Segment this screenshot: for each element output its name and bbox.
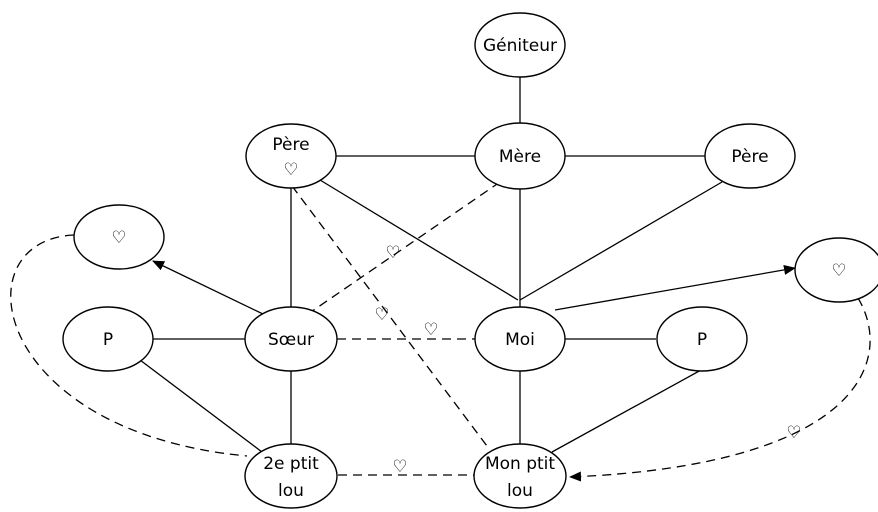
node-2e-ptit-lou-line2: lou — [278, 481, 304, 501]
edge-p-monptitlou — [551, 363, 713, 453]
edge-pere-moi — [319, 179, 519, 301]
node-heart-left[interactable]: ♡ — [73, 204, 165, 270]
node-mere-label: Mère — [499, 147, 541, 167]
edge-p-ptitlou — [139, 359, 263, 453]
node-p-right[interactable]: P — [656, 306, 748, 372]
edge-soeur-heart[interactable] — [152, 260, 266, 316]
node-moi-label: Moi — [505, 330, 535, 350]
heart-label-ptitlou-ptitlou: ♡ — [392, 457, 407, 477]
node-geniteur[interactable]: Géniteur — [474, 12, 566, 78]
node-2e-ptit-lou-line1: 2e ptit — [263, 454, 319, 474]
node-mon-ptit-lou-line1: Mon ptit — [485, 454, 555, 474]
node-mon-ptit-lou[interactable]: Mon ptit lou — [473, 443, 567, 509]
node-pere-left-heart: ♡ — [283, 160, 298, 180]
edge-moi-heart[interactable] — [554, 264, 796, 311]
node-p-right-label: P — [697, 330, 707, 350]
node-pere-right[interactable]: Père — [704, 123, 796, 189]
node-mon-ptit-lou-line2: lou — [507, 481, 533, 501]
node-pere-left-label: Père — [272, 135, 309, 155]
node-2e-ptit-lou[interactable]: 2e ptit lou — [244, 443, 338, 509]
edge-heart-monptitlou[interactable] — [569, 297, 871, 482]
heart-label-soeur-moi: ♡ — [423, 320, 438, 340]
edge-heart-ptitlou — [10, 234, 248, 457]
node-heart-left-label: ♡ — [111, 228, 126, 248]
node-soeur[interactable]: Sœur — [244, 306, 338, 372]
node-heart-right-label: ♡ — [831, 261, 846, 281]
node-mere[interactable]: Mère — [474, 122, 566, 190]
edge-pere-monptitlou — [291, 185, 491, 451]
heart-label-pere-monptitlou: ♡ — [374, 305, 389, 325]
node-p-left-label: P — [103, 330, 113, 350]
heart-label-mere-soeur: ♡ — [385, 243, 400, 263]
node-geniteur-label: Géniteur — [483, 36, 557, 56]
edge-pereright-moi — [519, 181, 723, 301]
node-soeur-label: Sœur — [268, 330, 314, 350]
node-pere-left[interactable]: Père ♡ — [245, 123, 337, 189]
heart-label-heart-monptitlou: ♡ — [786, 423, 801, 443]
node-p-left[interactable]: P — [62, 306, 154, 372]
node-pere-right-label: Père — [731, 147, 768, 167]
edge-mere-soeur — [307, 181, 501, 315]
node-moi[interactable]: Moi — [474, 306, 566, 372]
node-heart-right[interactable]: ♡ — [794, 237, 878, 303]
